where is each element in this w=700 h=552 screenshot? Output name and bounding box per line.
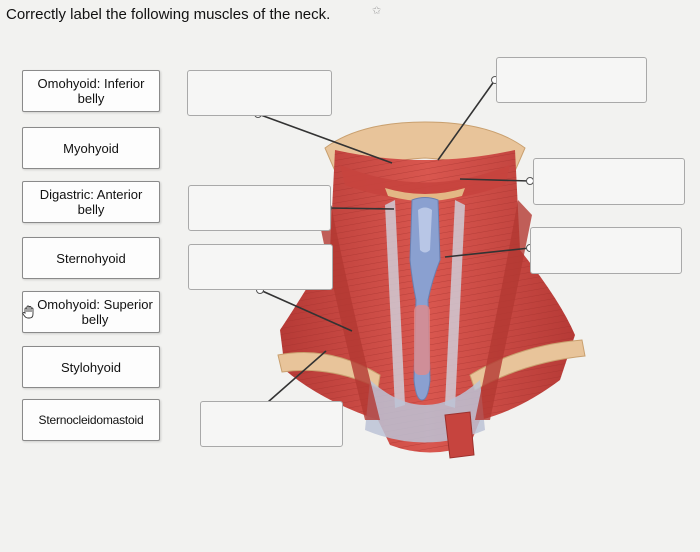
label-omohyoid-inferior-belly[interactable]: Omohyoid: Inferior belly	[22, 70, 160, 112]
label-text: Sternocleidomastoid	[38, 412, 144, 427]
label-text: Omohyoid: Inferior belly	[37, 76, 145, 106]
drop-target-3[interactable]	[533, 158, 685, 205]
label-sternohyoid[interactable]: Sternohyoid	[22, 237, 160, 279]
drop-target-5[interactable]	[188, 244, 333, 290]
label-digastric-anterior-belly[interactable]: Digastric: Anterior belly	[22, 181, 160, 223]
label-text: Digastric: Anterior belly	[39, 187, 143, 217]
hand-grab-icon	[22, 305, 34, 319]
label-text: Sternohyoid	[56, 250, 126, 266]
submandibular-muscles	[340, 165, 510, 200]
question-title: Correctly label the following muscles of…	[6, 6, 331, 23]
label-sternocleidomastoid[interactable]: Sternocleidomastoid	[22, 399, 160, 441]
label-text: Myohyoid	[63, 140, 119, 156]
drop-target-6[interactable]	[530, 227, 682, 274]
label-myohyoid[interactable]: Myohyoid	[22, 127, 160, 169]
sternum	[444, 411, 475, 459]
label-omohyoid-superior-belly[interactable]: Omohyoid: Superior belly	[22, 291, 160, 333]
drop-target-1[interactable]	[187, 70, 332, 116]
label-text: Omohyoid: Superior belly	[37, 297, 153, 327]
star-icon: ✩	[372, 5, 382, 17]
drop-target-2[interactable]	[496, 57, 647, 103]
drop-target-4[interactable]	[188, 185, 331, 231]
hyoid-bone	[385, 188, 465, 201]
label-stylohyoid[interactable]: Stylohyoid	[22, 346, 160, 388]
drop-target-7[interactable]	[200, 401, 343, 447]
label-text: Stylohyoid	[61, 359, 121, 375]
